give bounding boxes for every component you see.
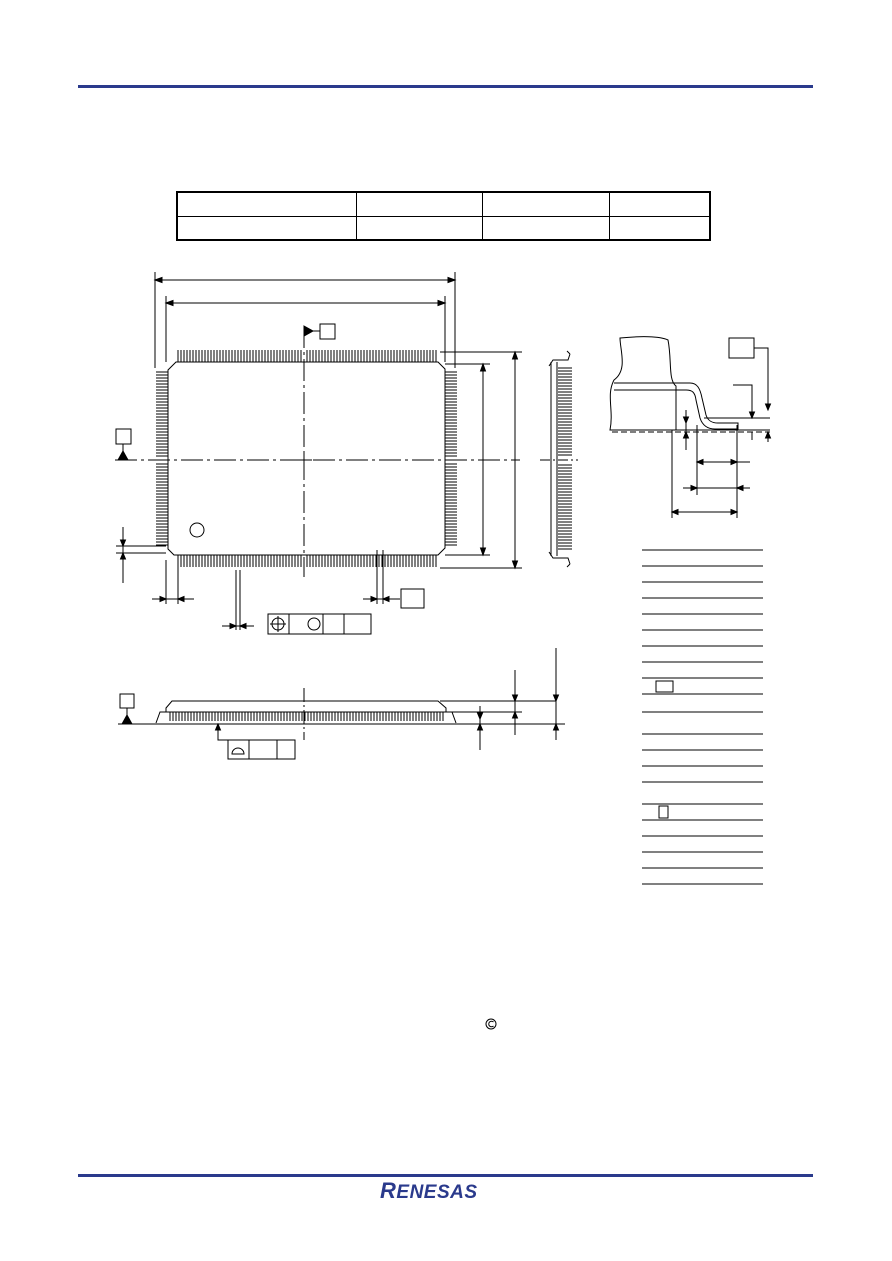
table-col-divider	[609, 193, 610, 239]
dimension-corner-offset	[116, 527, 166, 583]
table-col-divider	[356, 193, 357, 239]
lead-detail-view	[609, 336, 772, 518]
dimension-overall-height	[440, 350, 522, 570]
position-tolerance-frame	[267, 613, 372, 635]
dimension-body-width	[164, 296, 447, 362]
detail-datum-box	[728, 337, 755, 359]
side-view-right	[540, 350, 578, 568]
table-symbol-box	[658, 805, 669, 819]
package-info-table	[176, 191, 711, 241]
pins-left	[156, 371, 168, 546]
dimension-lead-width	[222, 570, 254, 630]
circle-modifier-icon	[307, 617, 321, 631]
pins-bottom	[177, 555, 437, 567]
table-symbol-box	[655, 680, 674, 693]
flatness-tolerance-frame	[227, 739, 296, 760]
renesas-logo: RENESAS	[380, 1178, 478, 1203]
copyright-icon	[485, 1018, 497, 1030]
dimension-table-lines	[642, 549, 763, 885]
dimension-lead-offset	[152, 560, 194, 604]
header-rule	[78, 85, 813, 88]
dimension-body-height	[445, 362, 490, 557]
dimension-lead-pitch	[363, 550, 425, 609]
dimension-overall-width	[153, 272, 457, 368]
pin-one-marker	[189, 522, 205, 538]
datum-marker-top	[303, 323, 336, 340]
pins-right	[445, 371, 457, 546]
package-body	[167, 361, 446, 556]
side-view-bottom	[118, 648, 565, 760]
top-view	[115, 272, 522, 635]
datum-marker-left	[115, 428, 132, 461]
table-row-divider	[178, 216, 709, 217]
table-col-divider	[482, 193, 483, 239]
profile-icon	[231, 747, 245, 755]
datum-marker-side	[119, 693, 135, 709]
footer-rule	[78, 1174, 813, 1177]
pins-top	[177, 350, 437, 362]
